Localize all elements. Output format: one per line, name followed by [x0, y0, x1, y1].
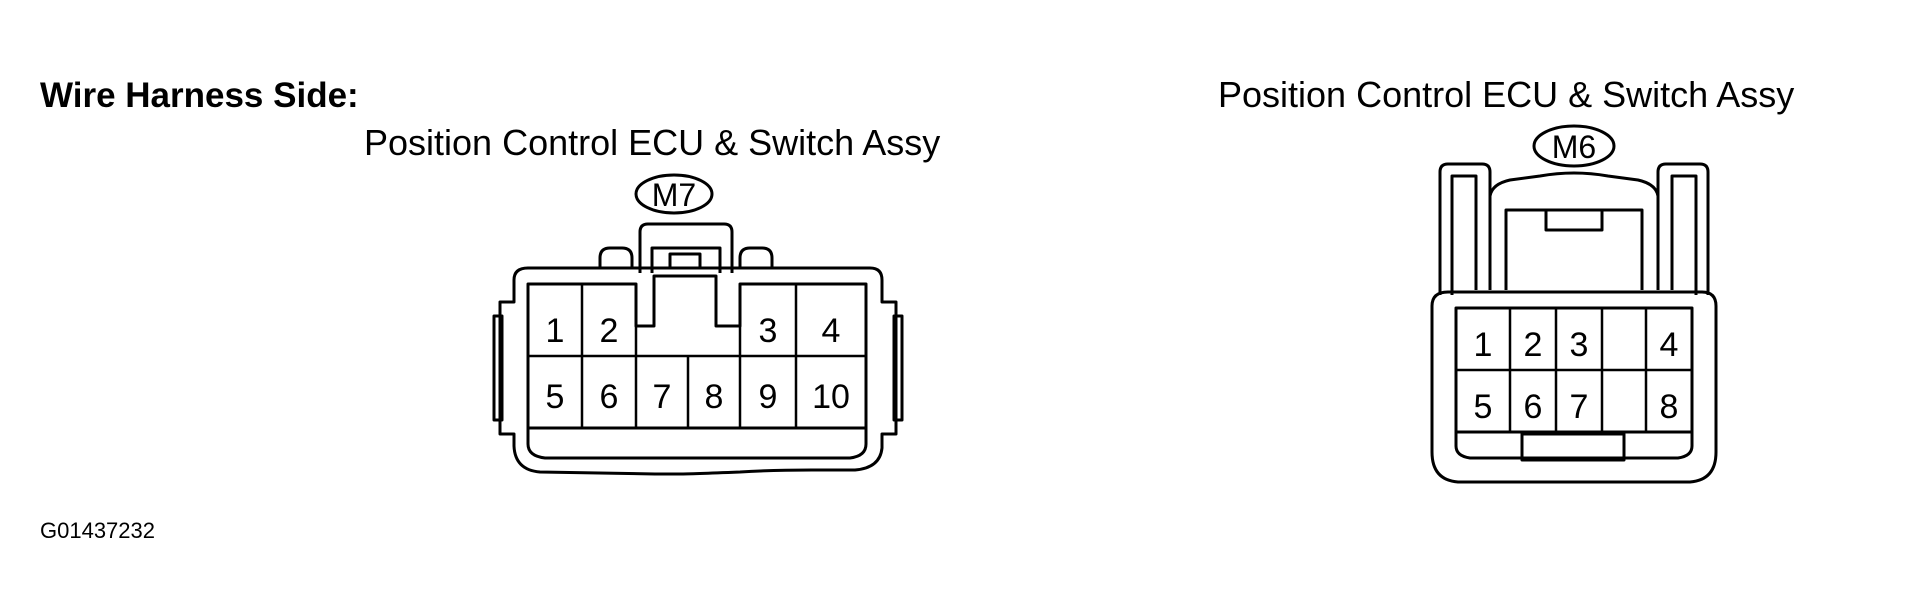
connector-m7-code: M7 [652, 177, 696, 213]
connector-m7-lock [638, 222, 734, 273]
m6-pin-8: 8 [1660, 388, 1679, 426]
connector-m7-bottom-rail [526, 428, 868, 460]
m6-pin-3: 3 [1570, 326, 1589, 364]
m7-pin-3: 3 [759, 312, 778, 350]
m6-pin-4: 4 [1660, 326, 1679, 364]
connector-m7-shoulder-left [598, 246, 634, 268]
connector-m7-latch-left [492, 314, 504, 422]
m7-pin-8: 8 [705, 378, 724, 416]
m6-pin-5: 5 [1474, 388, 1493, 426]
m7-pin-1: 1 [546, 312, 565, 350]
wire-harness-side-heading: Wire Harness Side: [40, 76, 359, 115]
m6-pin-7: 7 [1570, 388, 1589, 426]
m6-pin-1: 1 [1474, 326, 1493, 364]
connector-m6-name: Position Control ECU & Switch Assy [1218, 74, 1795, 115]
connector-m6-post-left [1438, 162, 1492, 295]
connector-m6-code: M6 [1552, 129, 1596, 165]
connector-m7: M7 1 2 3 4 [492, 173, 904, 476]
m6-pin-6: 6 [1524, 388, 1543, 426]
connector-m7-code-oval [634, 173, 714, 215]
connector-m7-latch-right [892, 314, 904, 422]
connector-m7-name: Position Control ECU & Switch Assy [364, 122, 941, 163]
connector-m6-code-oval [1532, 124, 1616, 168]
m7-pin-5: 5 [546, 378, 565, 416]
m7-pin-9: 9 [759, 378, 778, 416]
connector-m6-lock [1544, 208, 1604, 232]
figure-code: G01437232 [40, 518, 155, 543]
m7-pin-4: 4 [822, 312, 841, 350]
connector-m6-bottom-rail [1454, 432, 1694, 460]
connector-m7-body [498, 266, 898, 476]
m7-pin-2: 2 [600, 312, 619, 350]
connector-m7-shoulder-right [738, 246, 774, 268]
m6-pin-2: 2 [1524, 326, 1543, 364]
connector-m6-housing-top [1488, 171, 1660, 290]
m7-pin-7: 7 [653, 378, 672, 416]
m7-pin-10: 10 [812, 378, 850, 416]
m7-pin-6: 6 [600, 378, 619, 416]
connector-m6-post-right [1656, 162, 1710, 295]
connector-m6-body [1430, 290, 1718, 484]
connector-m6: M6 1 2 3 4 5 6 7 8 [1430, 124, 1718, 484]
